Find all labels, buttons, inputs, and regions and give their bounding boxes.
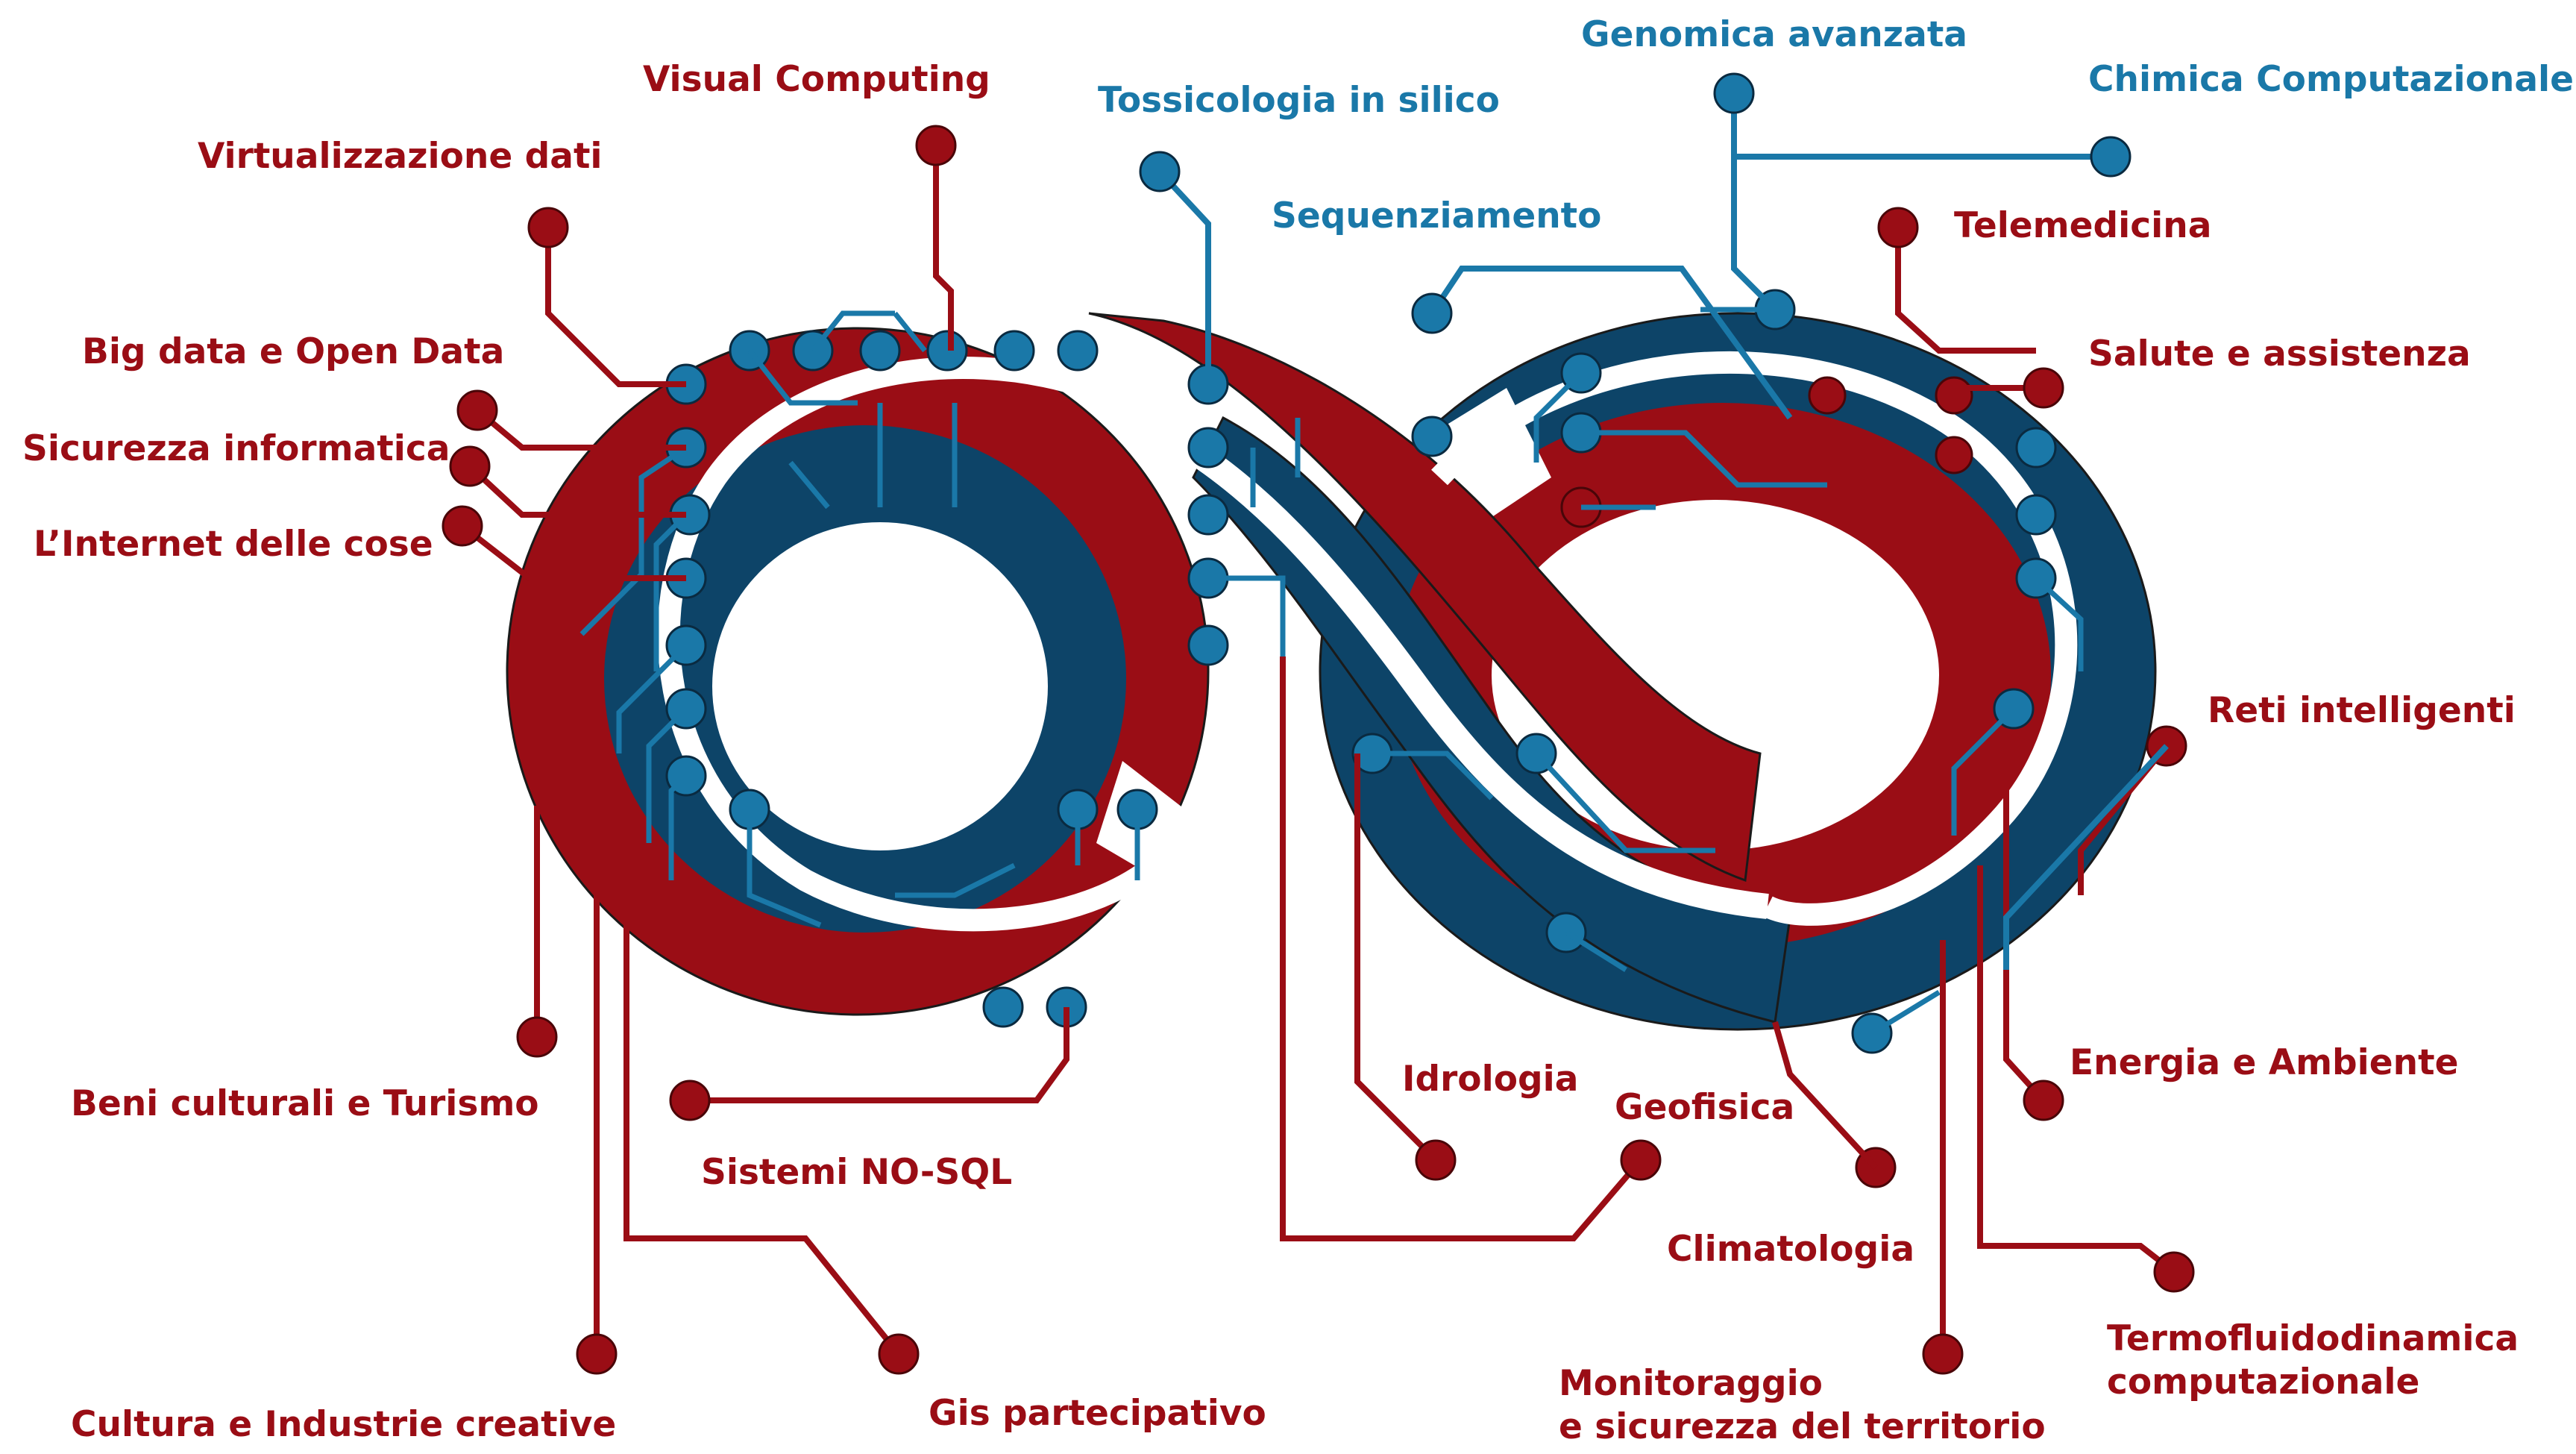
- dot-tossicologia: [1139, 151, 1181, 192]
- separation-stripe-left: [657, 357, 1172, 932]
- blue-labels: Tossicologia in silico Sequenziamento Ge…: [1098, 14, 2574, 236]
- label-termo-2: computazionale: [2107, 1361, 2419, 1403]
- pad: [859, 330, 901, 372]
- callout-virtualizzazione: [545, 228, 686, 387]
- dot-termo: [2153, 1251, 2195, 1293]
- pad: [2015, 494, 2057, 536]
- pad: [1057, 330, 1099, 372]
- blue-callout-dots: [1139, 72, 2132, 334]
- label-cultura: Cultura e Industrie creative: [71, 1404, 616, 1445]
- dot-internet: [442, 505, 483, 547]
- pad: [993, 330, 1035, 372]
- circuit-traces: [579, 307, 2084, 1035]
- label-monitoraggio-2: e sicurezza del territorio: [1559, 1406, 2046, 1447]
- dot-cultura: [576, 1333, 618, 1375]
- red-callout-lines: [460, 145, 2176, 1356]
- label-salute: Salute e assistenza: [2088, 333, 2471, 375]
- pad: [1808, 376, 1847, 415]
- label-big-data: Big data e Open Data: [82, 331, 504, 372]
- dot-visual-computing: [915, 125, 957, 166]
- dot-big-data: [456, 389, 498, 431]
- label-reti: Reti intelligenti: [2208, 690, 2516, 731]
- callout-gis: [623, 821, 902, 1356]
- callout-nosql: [690, 1007, 1069, 1103]
- dot-nosql: [669, 1079, 711, 1121]
- dot-chimica: [2090, 136, 2132, 178]
- label-geofisica: Geofisica: [1615, 1087, 1794, 1128]
- callout-internet: [460, 523, 686, 581]
- dot-telemedicina: [1877, 207, 1919, 248]
- dot-virtualizzazione: [527, 207, 569, 248]
- pad: [1935, 376, 1973, 415]
- dot-sequenziamento: [1411, 292, 1453, 334]
- label-tossicologia: Tossicologia in silico: [1098, 80, 1500, 121]
- label-virtualizzazione: Virtualizzazione dati: [198, 136, 603, 177]
- label-monitoraggio-1: Monitoraggio: [1559, 1363, 1823, 1404]
- pad: [1411, 416, 1453, 457]
- callout-visual-computing: [933, 145, 954, 351]
- callout-tossicologia: [1157, 169, 1211, 384]
- pad: [926, 330, 968, 372]
- red-labels: Visual Computing Virtualizzazione dati B…: [22, 59, 2519, 1447]
- dot-genomica: [1713, 72, 1755, 114]
- dot-sicurezza: [449, 445, 491, 487]
- pad: [1187, 494, 1229, 536]
- callout-idrologia: [1354, 753, 1438, 1162]
- label-energia: Energia e Ambiente: [2070, 1042, 2458, 1083]
- callout-sequenziamento: [1429, 266, 1793, 420]
- callout-sicurezza: [468, 464, 686, 518]
- infinity-symbol: [506, 312, 2157, 1031]
- label-sicurezza: Sicurezza informatica: [22, 428, 450, 469]
- callout-genomica: [1731, 93, 1777, 312]
- label-chimica: Chimica Computazionale: [2088, 59, 2574, 100]
- pad: [1187, 624, 1229, 666]
- dot-gis: [878, 1333, 920, 1375]
- label-idrologia: Idrologia: [1402, 1059, 1578, 1100]
- dot-beni: [516, 1016, 558, 1058]
- crossing-red-band: [1088, 312, 1762, 883]
- separation-stripe: [1143, 413, 1769, 919]
- pad: [2015, 427, 2057, 469]
- callout-telemedicina: [1895, 228, 2036, 354]
- dot-monitoraggio: [1922, 1333, 1964, 1375]
- label-climatologia: Climatologia: [1667, 1229, 1914, 1270]
- callout-geofisica: [1280, 657, 1644, 1241]
- label-genomica: Genomica avanzata: [1581, 14, 1967, 55]
- dot-energia: [2023, 1079, 2064, 1121]
- separation-stripe-right: [1431, 351, 2078, 926]
- left-loop-hole: [712, 522, 1048, 850]
- red-callout-dots: [442, 125, 2195, 1375]
- label-internet: L’Internet delle cose: [34, 524, 433, 565]
- label-telemedicina: Telemedicina: [1954, 205, 2211, 246]
- label-gis: Gis partecipativo: [929, 1393, 1266, 1434]
- pad: [982, 986, 1024, 1028]
- callout-termo: [1977, 865, 2176, 1275]
- blue-callout-lines: [1157, 93, 2169, 970]
- label-sequenziamento: Sequenziamento: [1272, 195, 1601, 236]
- dot-idrologia: [1415, 1139, 1457, 1181]
- pad: [1935, 436, 1973, 474]
- pad: [1187, 427, 1229, 469]
- label-beni: Beni culturali e Turismo: [71, 1083, 539, 1124]
- callout-reti-blue: [2003, 744, 2169, 970]
- label-termo-1: Termofluidodinamica: [2107, 1318, 2519, 1359]
- dot-salute: [2023, 367, 2064, 409]
- label-visual-computing: Visual Computing: [643, 59, 990, 100]
- label-nosql: Sistemi NO-SQL: [701, 1152, 1012, 1193]
- dot-geofisica: [1620, 1139, 1662, 1181]
